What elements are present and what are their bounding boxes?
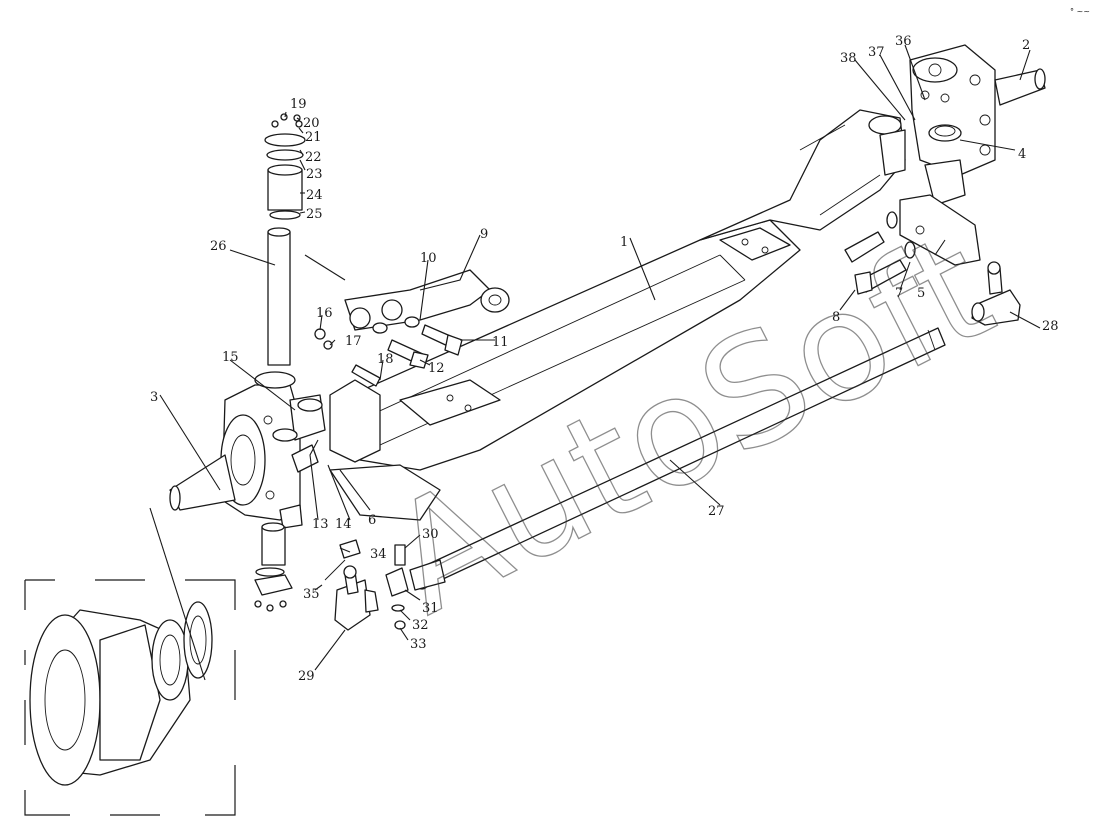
callout-24: 24 [306, 188, 323, 203]
callout-27: 27 [708, 504, 725, 519]
hub-detail-inset [24, 579, 236, 816]
callout-31: 31 [422, 601, 439, 616]
callout-19: 19 [290, 97, 307, 112]
axle-beam [329, 109, 906, 521]
callout-12: 12 [428, 361, 445, 376]
callout-23: 23 [306, 167, 323, 182]
callout-2: 2 [1022, 38, 1030, 53]
callout-6: 6 [368, 513, 376, 528]
callout-36: 36 [895, 34, 912, 49]
callout-25: 25 [306, 207, 323, 222]
leader-lines [149, 44, 1041, 681]
callout-17: 17 [345, 334, 362, 349]
callout-5: 5 [917, 286, 925, 301]
callout-16: 16 [316, 306, 333, 321]
callout-37: 37 [868, 45, 885, 60]
callout-34: 34 [370, 547, 387, 562]
tie-rod [409, 327, 946, 591]
lower-king-pin-parts [254, 522, 293, 612]
callout-9: 9 [480, 227, 488, 242]
right-tie-rod-end [971, 261, 1021, 326]
callout-38: 38 [840, 51, 857, 66]
callout-7: 7 [895, 286, 903, 301]
callout-4: 4 [1018, 147, 1026, 162]
callout-14: 14 [335, 517, 352, 532]
right-king-pin-bolts [844, 211, 916, 295]
corner-mark: ° ~~ [1070, 7, 1090, 16]
callout-15: 15 [222, 350, 239, 365]
callout-30: 30 [422, 527, 439, 542]
callout-10: 10 [420, 251, 437, 266]
king-pin-assembly [264, 113, 306, 366]
left-tie-rod-end [324, 539, 409, 631]
callout-11: 11 [492, 335, 509, 350]
callout-1: 1 [620, 235, 628, 250]
callout-29: 29 [298, 669, 315, 684]
callout-18: 18 [377, 352, 394, 367]
left-steering-knuckle [169, 371, 326, 529]
callout-21: 21 [305, 130, 322, 145]
callout-20: 20 [303, 116, 320, 131]
callout-33: 33 [410, 637, 427, 652]
callout-35: 35 [303, 587, 320, 602]
callout-13: 13 [312, 517, 329, 532]
callout-labels: 1 2 3 4 5 6 7 8 9 10 11 12 13 14 15 16 1… [150, 34, 1059, 684]
callout-28: 28 [1042, 319, 1059, 334]
callout-22: 22 [305, 150, 322, 165]
callout-8: 8 [832, 310, 840, 325]
callout-32: 32 [412, 618, 429, 633]
callout-3: 3 [150, 390, 158, 405]
callout-26: 26 [210, 239, 227, 254]
